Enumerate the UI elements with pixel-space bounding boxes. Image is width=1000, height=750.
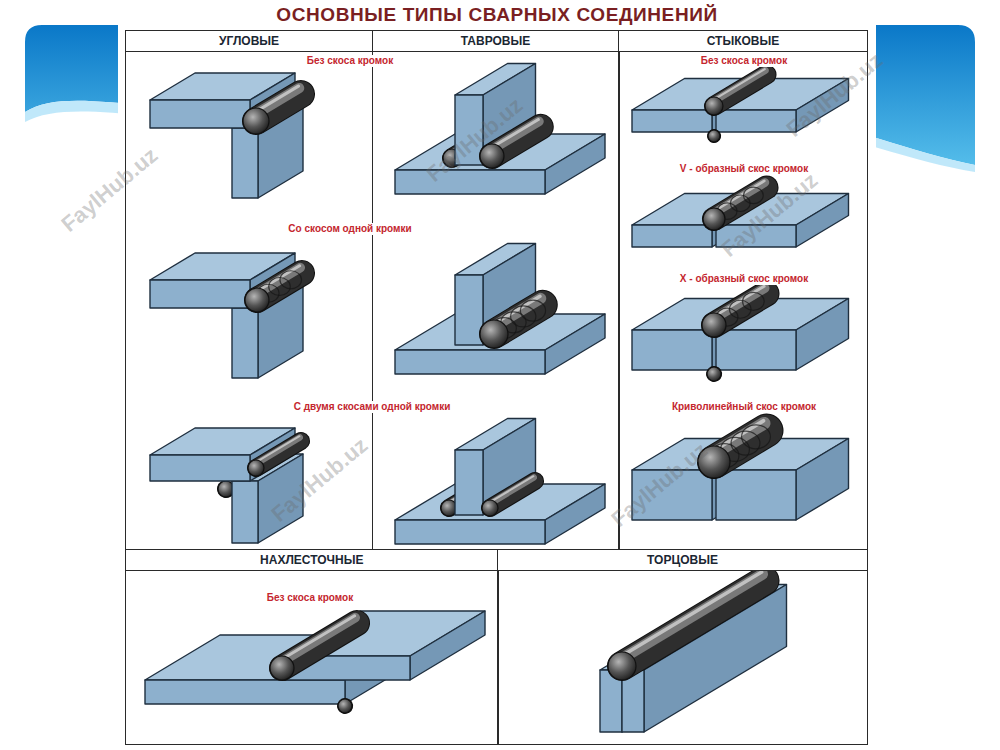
category-heading: УГЛОВЫЕ	[126, 31, 372, 52]
plate-front	[632, 225, 712, 247]
plate-front	[150, 280, 250, 308]
corner-joint-two-bevels	[150, 428, 303, 543]
corner-joint-one-bevel	[150, 253, 303, 378]
plate-front	[145, 680, 345, 704]
plate-side	[483, 419, 536, 516]
weld-ripple	[280, 271, 302, 289]
weld-end	[338, 699, 352, 713]
plate-front	[395, 350, 545, 374]
plate-front	[150, 455, 250, 481]
plate-front	[632, 110, 712, 132]
weld-outline	[707, 129, 721, 143]
poster-sheet	[118, 0, 876, 750]
plate-side	[545, 484, 605, 544]
category-heading: ТОРЦОВЫЕ	[498, 550, 867, 571]
plate-front	[150, 100, 250, 128]
category-heading: НАХЛЕСТОЧНЫЕ	[126, 550, 498, 571]
weld-end	[243, 108, 269, 134]
corner-joint-plain	[150, 73, 303, 198]
joint-variant-label: Без скоса кромок	[305, 55, 395, 67]
joint-variant-label: Без скоса кромок	[699, 55, 789, 67]
joint-category-panel: НАХЛЕСТОЧНЫЕ	[125, 549, 499, 746]
weld-end	[245, 288, 269, 312]
watermark: FaylHub.uz	[717, 167, 824, 262]
weld-bead	[622, 581, 765, 667]
plate-side	[410, 611, 485, 680]
plate-front	[455, 450, 483, 515]
weld-outline	[282, 623, 357, 668]
weld-bead	[708, 130, 720, 142]
weld-end	[702, 313, 726, 337]
weld-highlight	[489, 477, 534, 504]
weld-bead	[707, 367, 721, 381]
weld-bead	[282, 623, 357, 668]
plate-side	[545, 314, 605, 374]
weld-shine	[712, 286, 765, 318]
joint-category-panel: ТОРЦОВЫЕ	[497, 549, 868, 746]
plate-side	[796, 299, 849, 371]
weld-shine	[488, 476, 533, 503]
tee-joint-plain	[395, 64, 605, 195]
weld-end	[608, 652, 636, 680]
plate-front	[395, 170, 545, 194]
joint-variant-label: Без скоса кромок	[265, 592, 355, 604]
weld-highlight	[280, 618, 355, 663]
plate-front	[455, 275, 483, 345]
tee-joint-one-bevel	[395, 244, 605, 375]
watermark: FaylHub.uz	[607, 437, 714, 532]
plate-front	[395, 520, 545, 544]
weld-ripple	[743, 187, 763, 204]
weld-ripple	[742, 425, 771, 449]
joint-variant-label: Криволинейный скос кромок	[670, 401, 818, 413]
plate-front	[632, 330, 712, 370]
weld-ripple	[743, 292, 765, 310]
weld-highlight	[620, 574, 763, 660]
watermark: FaylHub.uz	[422, 92, 529, 187]
plate-side	[796, 439, 849, 521]
weld-end	[480, 320, 508, 348]
poster-title: ОСНОВНЫЕ ТИПЫ СВАРНЫХ СОЕДИНЕНИЙ	[276, 4, 717, 26]
weld-outline	[706, 366, 722, 382]
category-heading: СТЫКОВЫЕ	[619, 31, 867, 52]
weld-end	[248, 460, 264, 476]
joint-variant-label: С двумя скосами одной кромки	[292, 401, 453, 413]
watermark: FaylHub.uz	[57, 142, 164, 237]
category-heading: ТАВРОВЫЕ	[373, 31, 619, 52]
weld-ripple	[730, 195, 750, 212]
weld-bead	[338, 699, 352, 713]
joint-variant-label: V - образный скос кромок	[678, 163, 810, 175]
plate-front	[232, 308, 258, 378]
watermark: FaylHub.uz	[782, 47, 889, 142]
plate-front	[716, 330, 796, 370]
butt-joint-x	[632, 286, 849, 381]
weld-end	[708, 130, 720, 142]
weld-end	[707, 367, 721, 381]
weld-shine	[254, 436, 299, 463]
plate-front	[232, 128, 258, 198]
weld-shine	[280, 616, 355, 661]
weld-end	[482, 500, 498, 516]
weld-ripple	[731, 431, 760, 455]
weld-end	[270, 656, 294, 680]
weld-highlight	[255, 437, 300, 464]
tee-joint-two-bevels	[395, 419, 605, 545]
plate-front	[716, 470, 796, 520]
weld-outline	[337, 698, 353, 714]
weld-end	[705, 97, 723, 115]
lap-joint	[145, 611, 485, 713]
joint-variant-label: Со скосом одной кромки	[286, 223, 413, 235]
weld-end	[703, 208, 725, 230]
edge-joint	[600, 572, 787, 732]
plate-front	[232, 481, 258, 543]
weld-ripple	[520, 300, 545, 321]
weld-shine	[712, 69, 765, 101]
weld-outline	[622, 581, 765, 667]
weld-shine	[619, 572, 762, 658]
joint-variant-label: Х - образный скос кромок	[678, 273, 810, 285]
plate-side	[545, 134, 605, 194]
watermark: FaylHub.uz	[267, 432, 374, 527]
weld-highlight	[713, 70, 766, 102]
